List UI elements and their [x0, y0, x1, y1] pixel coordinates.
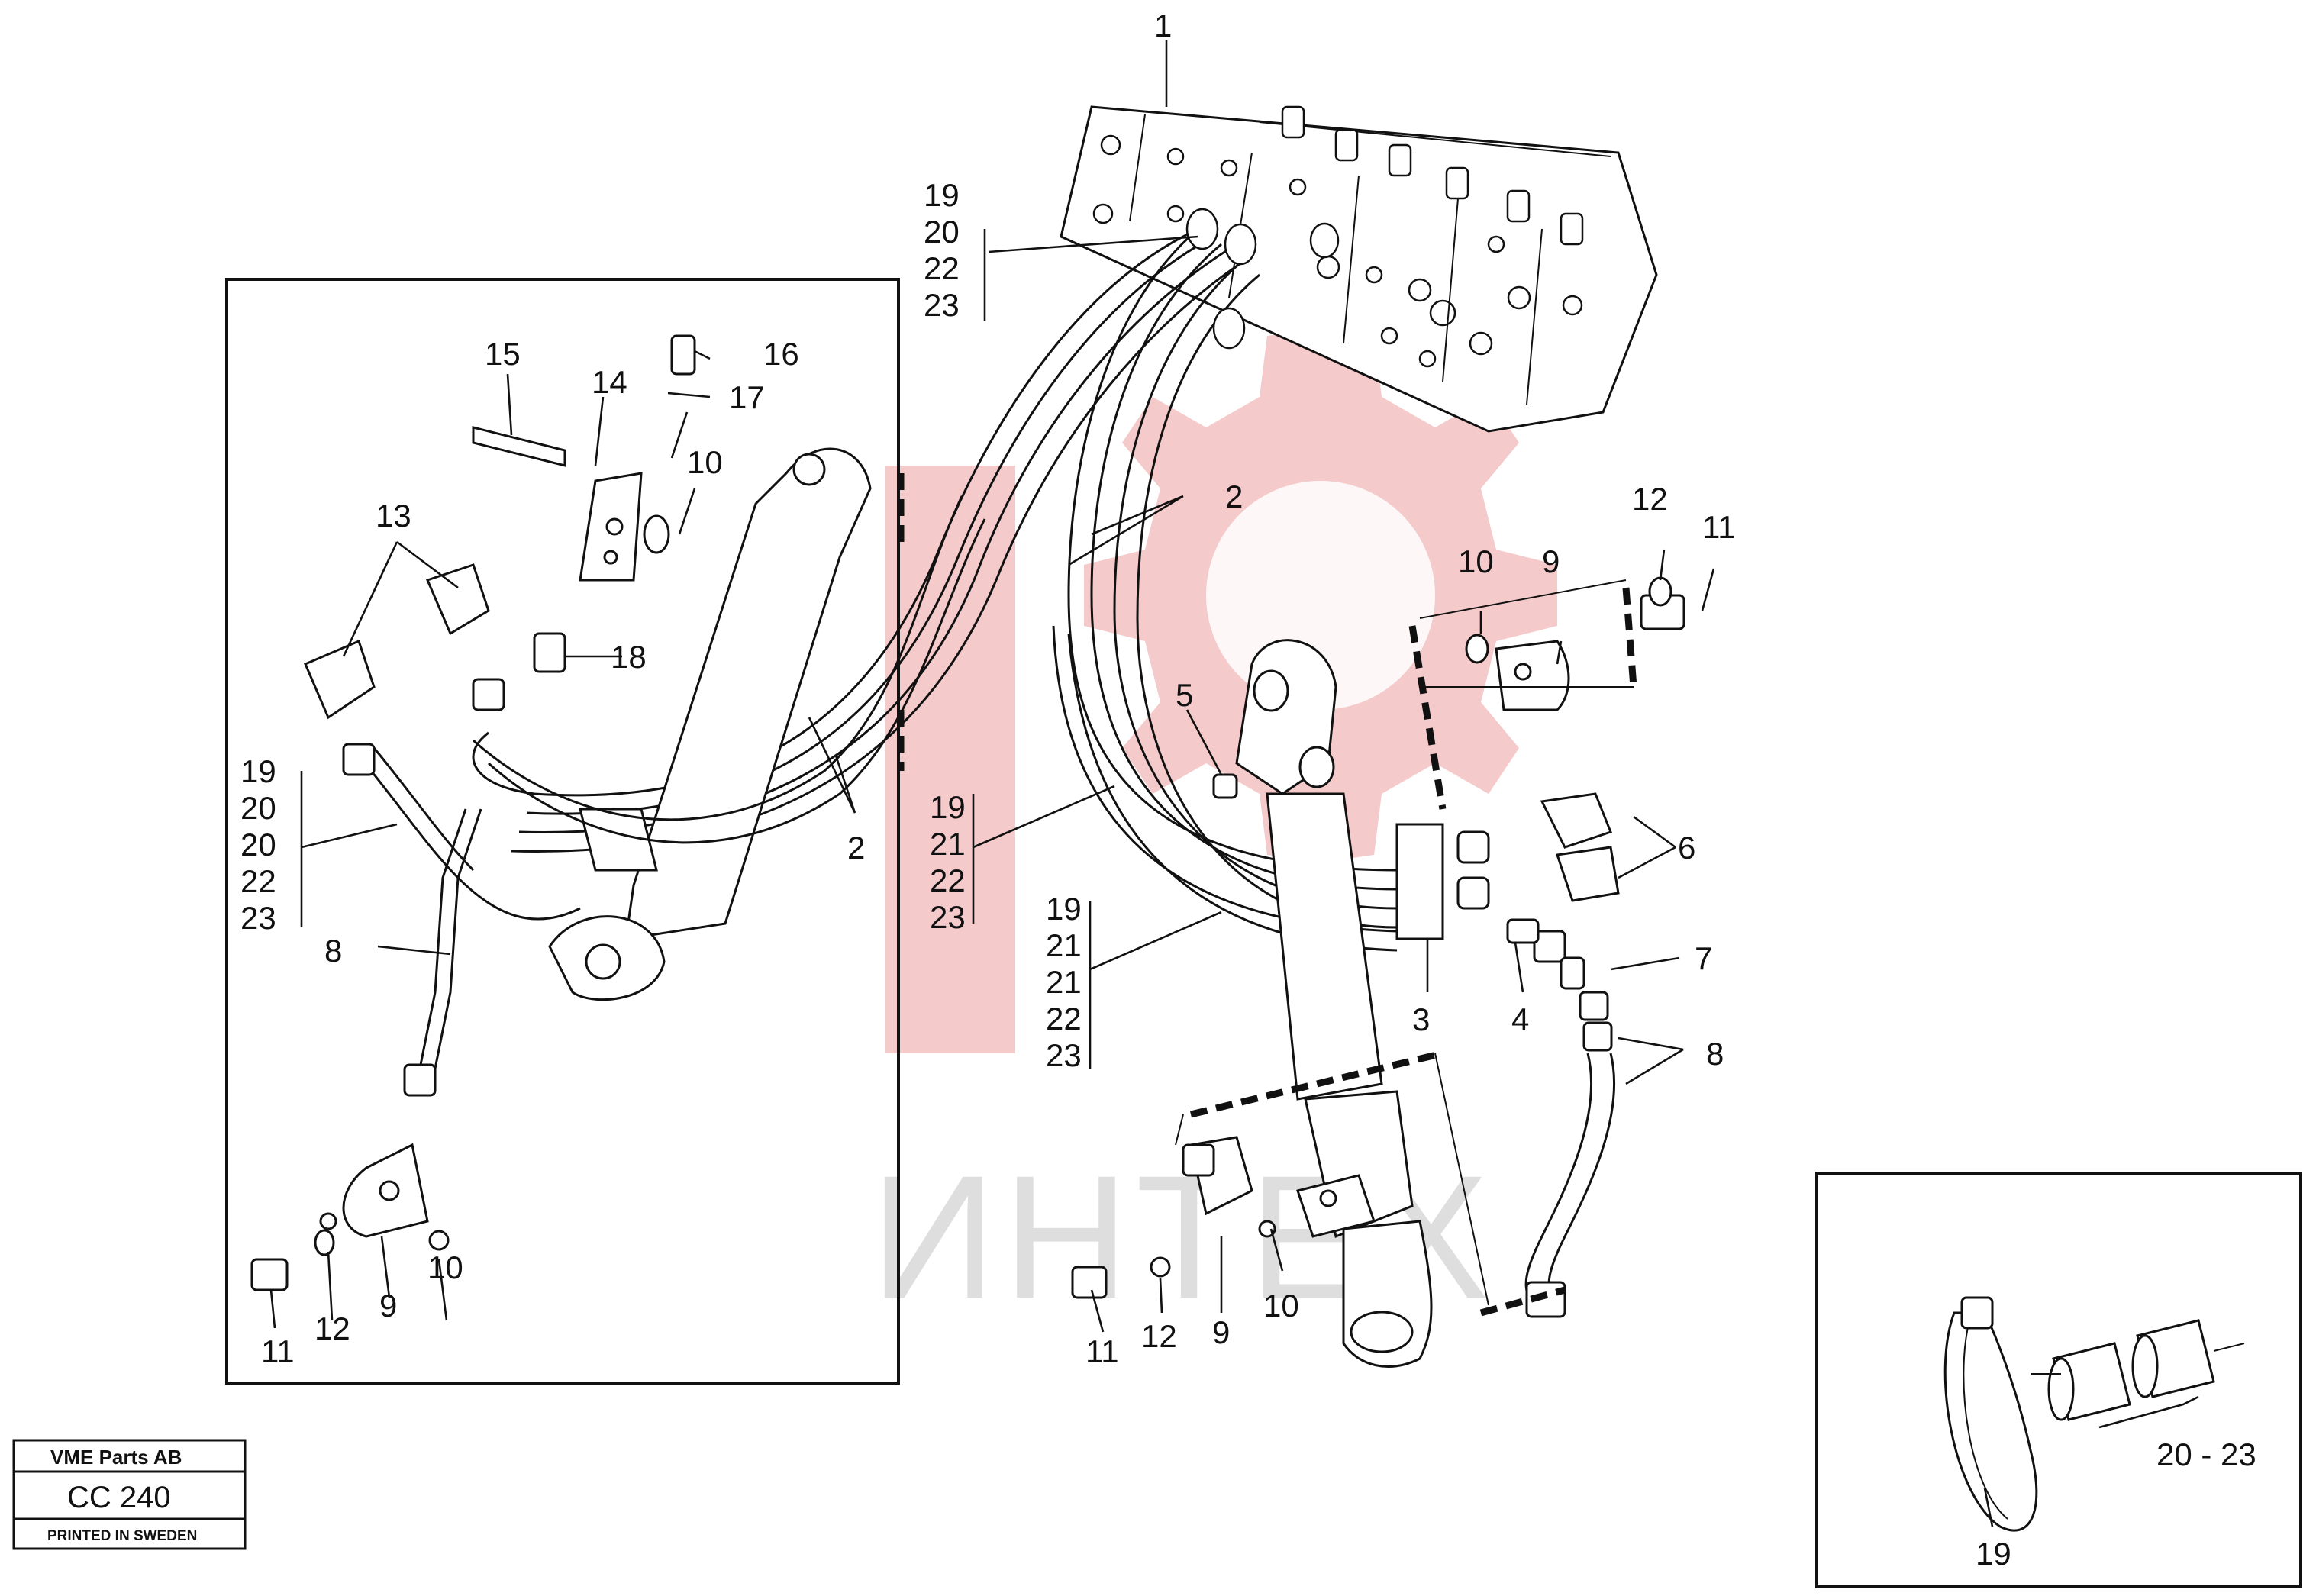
callout-8-right: 8 — [1706, 1036, 1724, 1072]
title-block: VME Parts AB CC 240 PRINTED IN SWEDEN — [12, 1439, 247, 1550]
callout-19-clamp: 19 — [1976, 1536, 2011, 1572]
left-hoses — [357, 495, 986, 1069]
group-top-item: 22 — [924, 250, 960, 286]
callout-6: 6 — [1678, 830, 1695, 866]
title-block-note: PRINTED IN SWEDEN — [47, 1528, 197, 1544]
callout-4: 4 — [1511, 1001, 1529, 1037]
group-top-item: 19 — [924, 177, 960, 213]
title-block-code: CC 240 — [67, 1481, 171, 1514]
group-left-item: 20 — [240, 827, 276, 862]
detail-frame-clamp — [1815, 1172, 2302, 1588]
label-group-mid-b: 19 21 21 22 23 — [1046, 891, 1082, 1073]
callout-12-right: 12 — [1141, 1318, 1177, 1354]
callout-9-top: 9 — [1542, 543, 1560, 579]
group-mid-b-item: 22 — [1046, 1001, 1082, 1037]
detail-frame-left — [225, 278, 900, 1385]
callout-10-left: 10 — [427, 1249, 463, 1285]
right-cylinder — [1235, 639, 1433, 1368]
group-mid-a-item: 22 — [930, 862, 966, 898]
callout-11-top: 11 — [1702, 509, 1736, 545]
callout-3: 3 — [1412, 1001, 1430, 1037]
callout-13: 13 — [376, 498, 411, 534]
watermark-logo — [885, 328, 1557, 1053]
callouts: 1 2 2 3 4 5 6 7 8 8 9 9 9 10 10 10 10 11… — [261, 8, 2256, 1572]
callout-8-left: 8 — [324, 933, 342, 969]
callout-12-top: 12 — [1632, 481, 1668, 517]
group-left-item: 19 — [240, 753, 276, 789]
callout-10-left-top: 10 — [687, 444, 723, 480]
hose-clamp-detail — [1943, 1296, 2245, 1532]
group-left-item: 23 — [240, 900, 276, 936]
left-cylinder — [548, 447, 872, 1001]
callout-10-right: 10 — [1263, 1288, 1299, 1324]
callout-9-left: 9 — [379, 1288, 397, 1324]
label-group-top: 19 20 22 23 — [924, 177, 960, 323]
right-fittings — [1071, 576, 1685, 1318]
callout-2-right: 2 — [1225, 479, 1243, 514]
group-mid-b-item: 21 — [1046, 964, 1082, 1000]
left-fittings — [250, 334, 696, 1291]
group-mid-a-item: 23 — [930, 899, 966, 935]
group-mid-b-item: 19 — [1046, 891, 1082, 927]
callout-9-right: 9 — [1212, 1314, 1230, 1350]
leader-lines — [269, 40, 2199, 1527]
callout-11-left: 11 — [261, 1333, 295, 1369]
callout-11-right: 11 — [1085, 1333, 1119, 1369]
label-group-left: 19 20 20 22 23 — [240, 753, 276, 936]
callout-10-top: 10 — [1458, 543, 1494, 579]
callout-14: 14 — [592, 364, 627, 400]
group-top-item: 20 — [924, 214, 960, 250]
control-valve-block — [1060, 105, 1658, 433]
callout-2-left: 2 — [847, 830, 865, 866]
label-group-mid-a: 19 21 22 23 — [930, 789, 966, 935]
group-mid-b-item: 23 — [1046, 1037, 1082, 1073]
callout-20-23: 20 - 23 — [2156, 1436, 2256, 1472]
group-mid-a-item: 21 — [930, 826, 966, 862]
callout-16: 16 — [763, 336, 799, 372]
group-mid-b-item: 21 — [1046, 927, 1082, 963]
group-left-item: 20 — [240, 790, 276, 826]
callout-18: 18 — [611, 639, 647, 675]
callout-15: 15 — [485, 336, 521, 372]
group-top-item: 23 — [924, 287, 960, 323]
group-left-item: 22 — [240, 863, 276, 899]
callout-12-left: 12 — [314, 1311, 350, 1346]
callout-5: 5 — [1176, 677, 1193, 713]
alignment-dashes — [897, 473, 1637, 1317]
callout-17: 17 — [729, 379, 765, 415]
callout-1: 1 — [1154, 8, 1172, 44]
title-block-company: VME Parts AB — [50, 1446, 182, 1469]
callout-7: 7 — [1695, 940, 1712, 976]
group-mid-a-item: 19 — [930, 789, 966, 825]
